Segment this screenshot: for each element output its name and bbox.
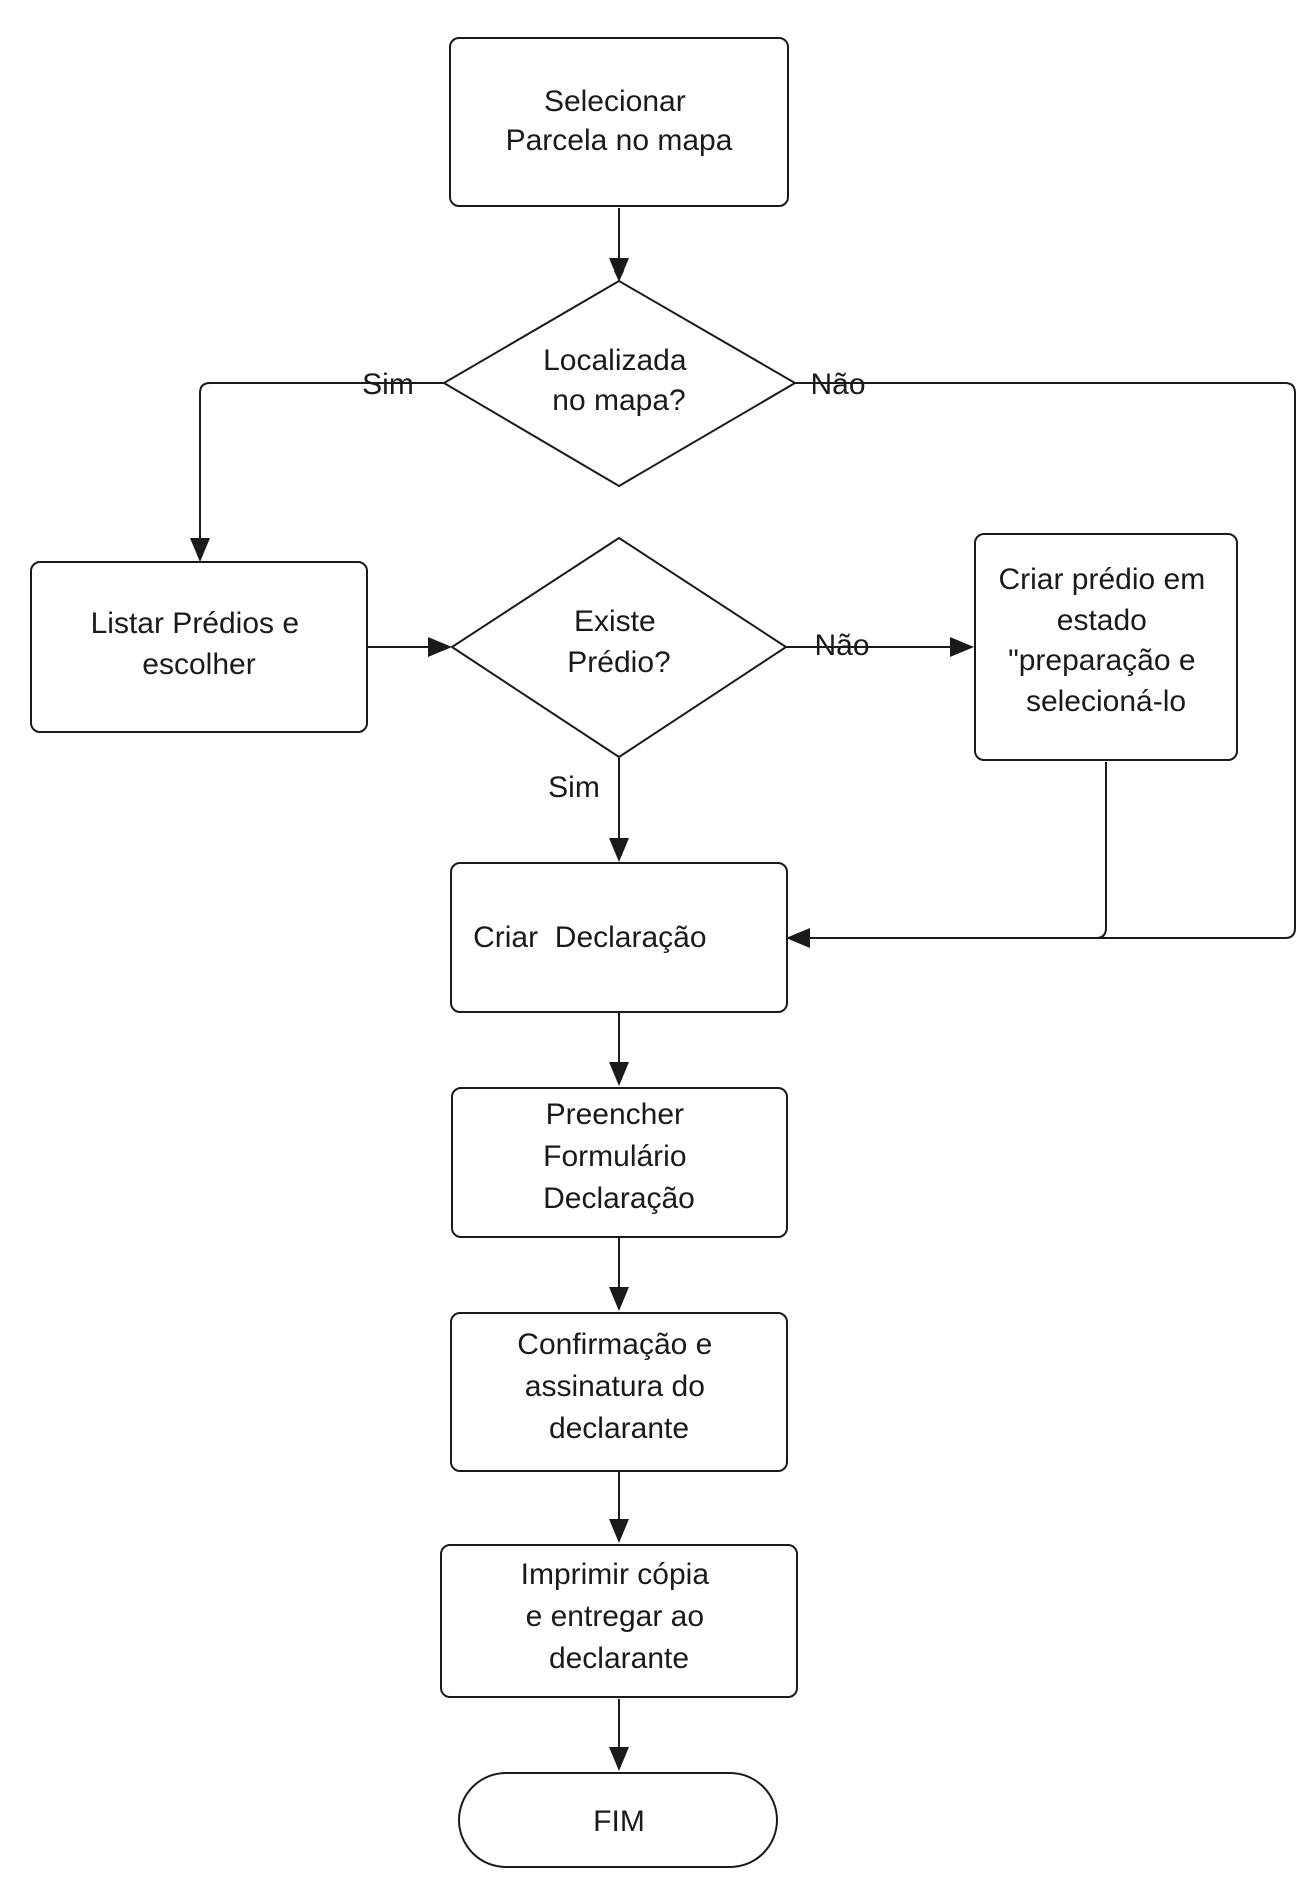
nodes: Selecionar Parcela no mapa Localizada no… [0,0,1238,1868]
edge-decision-map-sim [199,382,444,560]
node-criar-predio-line-1: Criar prédio em [998,563,1205,596]
node-listar-predios: Listar Prédios e escolher [30,561,368,733]
arrowhead-print-copy [609,1519,629,1543]
node-preencher-line-1: Preencher [546,1098,684,1131]
node-preencher-formulario: Preencher Formulário Declaração [451,1087,788,1238]
decision-existe-line-1: Existe [574,605,656,638]
node-criar-predio-line-3: "preparação e [1008,644,1195,677]
svg-text:Criar Declaração: Criar Declaração [0,0,765,954]
svg-text:Listar Prédios e escol: Listar Prédios e escolher [91,607,308,681]
decision-localizada-line-1: Localizada [543,344,687,377]
svg-text:Confirmação e assinatu: Confirmação e assinatura do declarante [517,1328,720,1445]
arrowhead-create-declaration-right [786,928,810,948]
edge-create-building-to-declaration [788,762,1107,939]
edges [199,208,1296,1769]
node-confirmacao-line-2: assinatura do [525,1370,705,1403]
node-criar-predio: Criar prédio em estado "preparação e sel… [974,533,1238,761]
node-imprimir-line-2: e entregar ao [526,1600,704,1633]
edge-label-decision-building-nao: Não [814,629,869,662]
node-selecionar-parcela-line-2: Parcela no mapa [506,124,733,157]
svg-text:Existe Prédio?: Existe Prédio? [567,605,670,679]
svg-text:Selecionar Parcela no: Selecionar Parcela no mapa [506,85,733,157]
node-preencher-line-3: Declaração [543,1182,695,1215]
node-imprimir-copia: Imprimir cópia e entregar ao declarante [440,1544,798,1698]
decision-existe-predio: Existe Prédio? [451,537,787,758]
svg-text:Localizada no mapa?: Localizada no mapa? [543,344,695,417]
node-criar-declaracao: Criar Declaração [0,0,788,1013]
node-selecionar-parcela-line-1: Selecionar [544,85,686,118]
edge-label-decision-map-nao: Não [810,368,865,401]
svg-text:Criar prédio em estado: Criar prédio em estado "preparação e sel… [998,563,1213,718]
decision-localizada-line-2: no mapa? [552,384,685,417]
arrowhead-fill-form [609,1062,629,1086]
decision-existe-line-2: Prédio? [567,646,670,679]
arrowhead-confirm-sign [609,1287,629,1311]
node-criar-declaracao-line-1: Criar Declaração [473,921,706,954]
node-imprimir-line-3: declarante [549,1642,689,1675]
arrowhead-decision-building [428,637,452,657]
edge-label-decision-map-sim: Sim [362,368,414,401]
node-confirmacao-assinatura: Confirmação e assinatura do declarante [450,1312,788,1472]
edge-labels: Sim Não Não Sim [362,368,869,804]
terminator-fim-label: FIM [593,1805,645,1838]
node-listar-predios-line-1: Listar Prédios e [91,607,299,640]
node-imprimir-line-1: Imprimir cópia [521,1558,710,1591]
node-listar-predios-line-2: escolher [142,648,255,681]
edge-decision-map-nao [788,382,1296,939]
svg-text:Imprimir cópia e entre: Imprimir cópia e entregar ao declarante [521,1558,718,1675]
edge-label-decision-building-sim: Sim [548,771,600,804]
terminator-fim: FIM [458,1772,778,1868]
svg-text:Preencher Formulário: Preencher Formulário Declaração [543,1098,695,1215]
decision-localizada-no-mapa: Localizada no mapa? [443,280,796,487]
node-criar-predio-line-2: estado [1057,604,1147,637]
node-confirmacao-line-1: Confirmação e [517,1328,712,1361]
svg-text:FIM: FIM [593,1805,645,1838]
arrowhead-create-declaration-top [609,838,629,862]
arrowhead-end [609,1747,629,1771]
arrowhead-list-buildings [190,538,210,562]
arrowhead-create-building [950,637,974,657]
arrowhead-decision-map [609,258,629,282]
node-criar-predio-line-4: selecioná-lo [1026,685,1186,718]
node-confirmacao-line-3: declarante [549,1412,689,1445]
node-preencher-line-2: Formulário [543,1140,686,1173]
arrowheads [190,258,974,1771]
node-selecionar-parcela: Selecionar Parcela no mapa [449,37,789,207]
